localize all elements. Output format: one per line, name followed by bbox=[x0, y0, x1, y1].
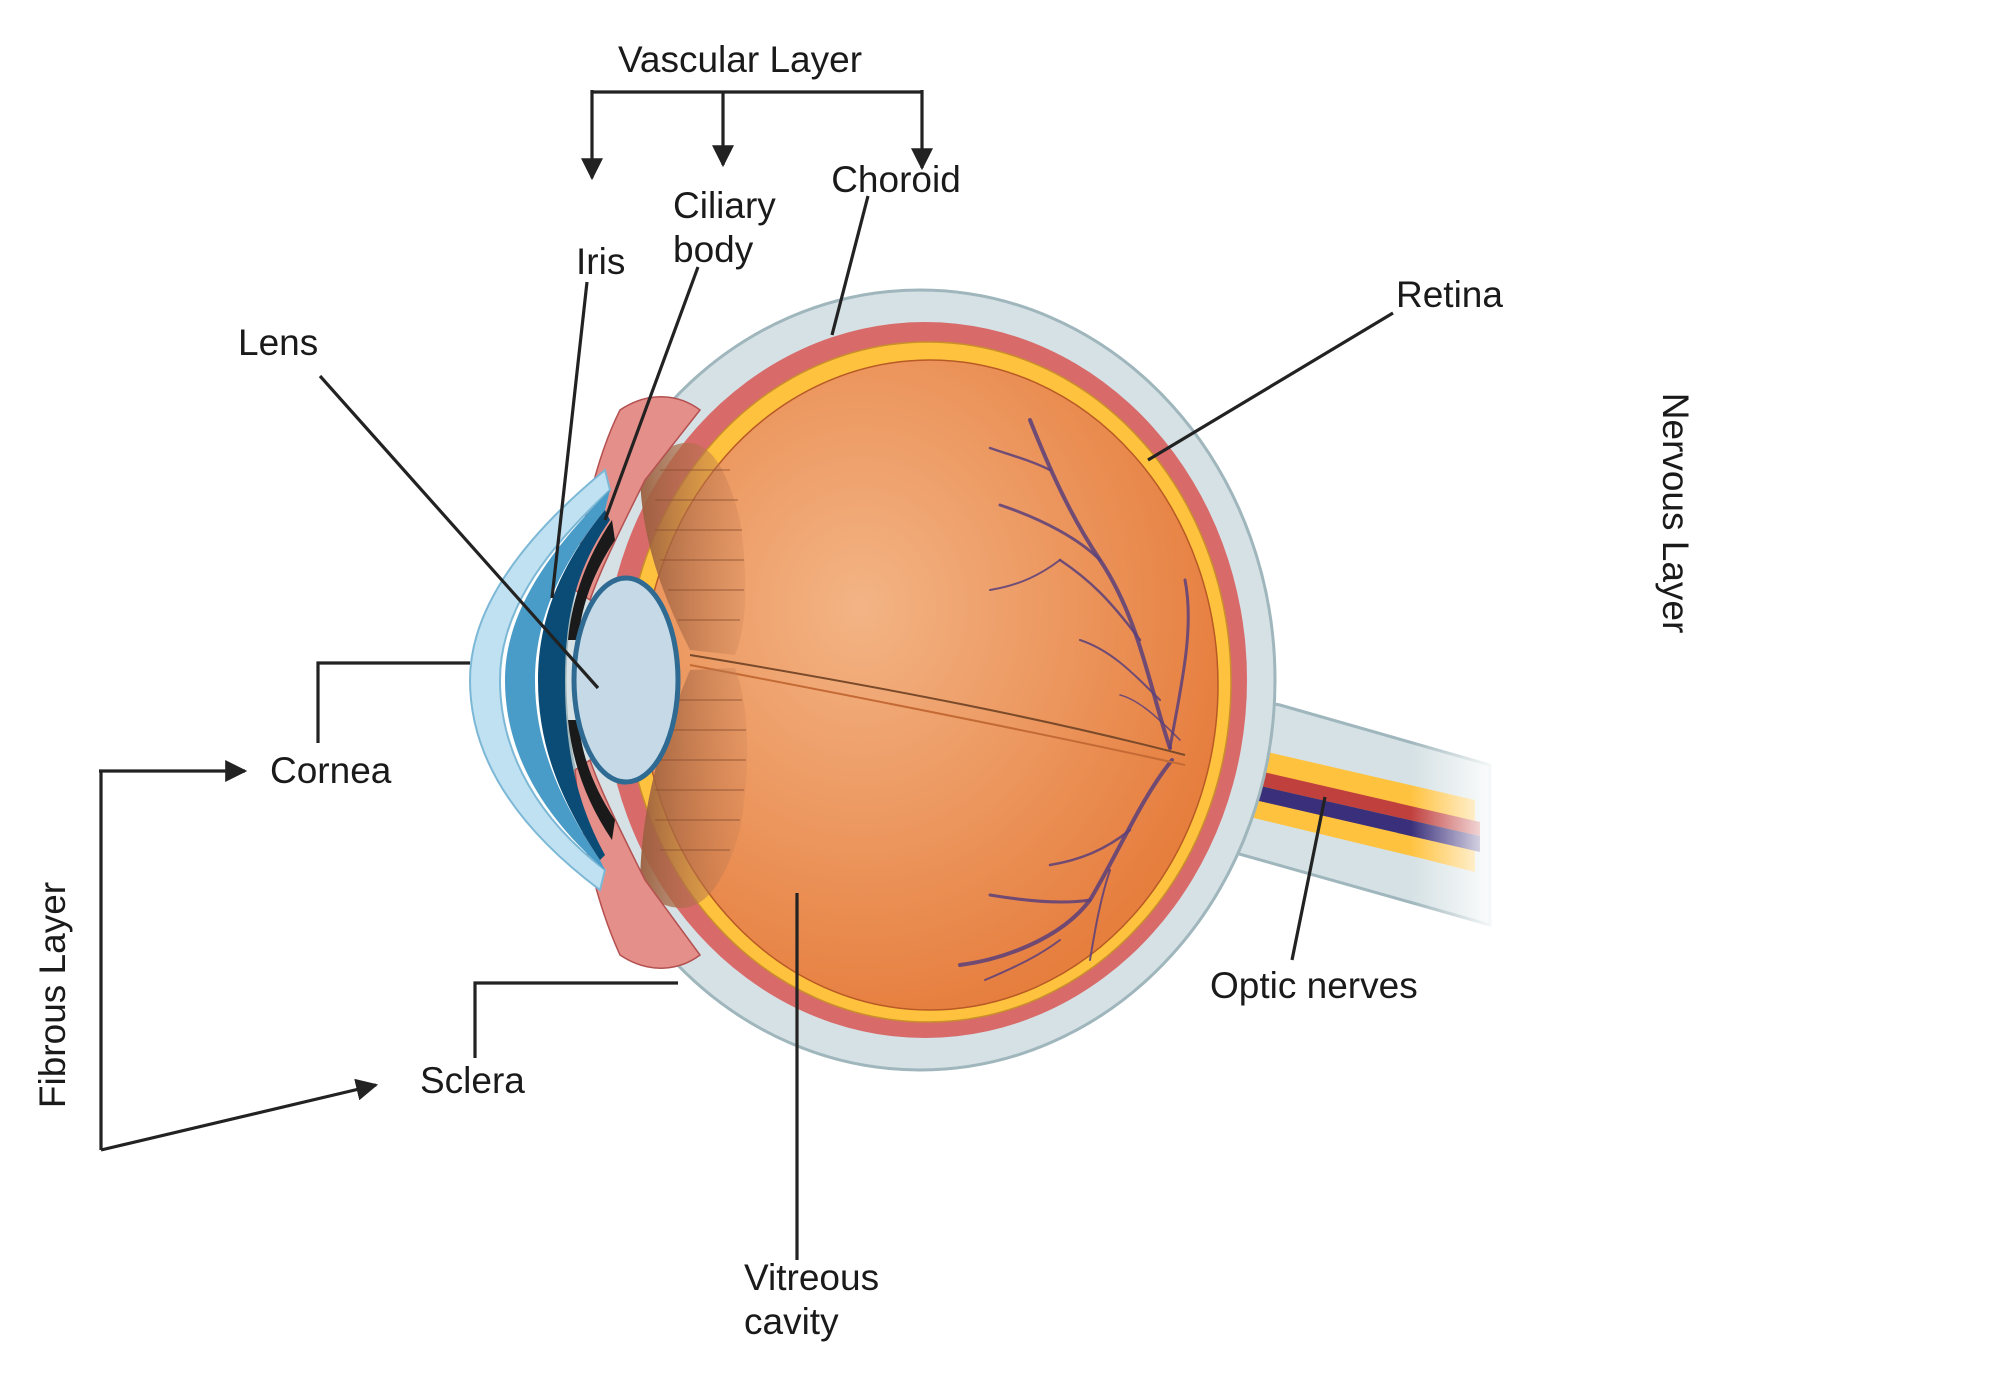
label-optic-nerves: Optic nerves bbox=[1210, 965, 1418, 1006]
label-vitreous-cavity-line1: Vitreous bbox=[744, 1257, 879, 1298]
label-choroid: Choroid bbox=[831, 159, 961, 200]
lens-leader bbox=[318, 374, 600, 690]
label-iris: Iris bbox=[576, 241, 625, 282]
leader-lines bbox=[99, 90, 1394, 1260]
choroid-leader bbox=[830, 195, 870, 336]
cornea-outer bbox=[468, 468, 612, 892]
label-cornea: Cornea bbox=[270, 750, 392, 791]
labels: Vascular Layer Choroid Ciliary body Iris… bbox=[32, 39, 1696, 1342]
label-nervous-layer: Nervous Layer bbox=[1655, 393, 1696, 634]
iris-leader bbox=[550, 281, 589, 599]
iris-lower bbox=[568, 720, 615, 840]
lens-shape bbox=[571, 575, 681, 785]
anterior-chamber bbox=[538, 510, 610, 860]
cornea-inner bbox=[505, 490, 610, 870]
label-ciliary-body-line2: body bbox=[673, 229, 754, 270]
label-sclera: Sclera bbox=[420, 1060, 525, 1101]
fibrous-arrow-sclera bbox=[100, 1078, 379, 1152]
retina-leader bbox=[1147, 311, 1394, 462]
eyeball bbox=[468, 288, 1277, 1072]
sclera-leader bbox=[473, 981, 678, 1058]
label-lens: Lens bbox=[238, 322, 318, 363]
retinal-vessels bbox=[958, 418, 1190, 981]
visual-axis-line-2 bbox=[689, 664, 1186, 766]
optic-nerves-leader bbox=[1290, 796, 1327, 961]
label-vitreous-cavity-line2: cavity bbox=[744, 1301, 839, 1342]
ciliary-body-leader bbox=[603, 266, 700, 521]
label-vascular-layer: Vascular Layer bbox=[618, 39, 862, 80]
label-fibrous-layer: Fibrous Layer bbox=[32, 882, 73, 1108]
zonule-striations bbox=[655, 469, 746, 851]
ciliary-zonules-upper bbox=[640, 442, 746, 655]
cornea-leader bbox=[316, 661, 470, 743]
label-retina: Retina bbox=[1396, 274, 1503, 315]
label-ciliary-body-line1: Ciliary bbox=[673, 185, 776, 226]
iris-upper bbox=[568, 520, 615, 640]
visual-axis-line bbox=[689, 654, 1186, 756]
ciliary-zonules-lower bbox=[640, 668, 748, 908]
